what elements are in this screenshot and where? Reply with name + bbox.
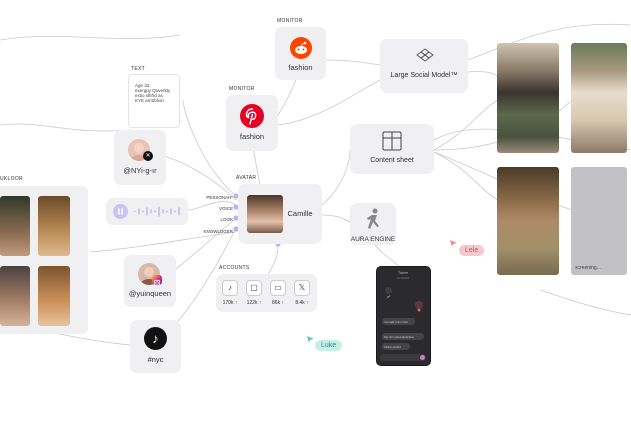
account-stat: 122k ↑ <box>246 300 262 306</box>
tiktok-hashtag: #nyc <box>147 355 164 364</box>
record-icon <box>415 301 423 312</box>
text-line: extio slhfrd as <box>135 93 163 98</box>
text-line: Age 33 <box>135 83 150 88</box>
phone-subtitle: Pcrtcwot <box>397 276 409 280</box>
reddit-node[interactable]: fashion <box>275 27 326 80</box>
pause-button[interactable] <box>113 204 128 219</box>
attribute-look: LOOK <box>220 217 233 223</box>
lookbook-photo[interactable] <box>38 266 70 326</box>
tiktok-icon[interactable]: ♪ <box>222 280 238 296</box>
instagram-icon <box>152 275 162 287</box>
chat-bubble: Inlrlinmnnnlrd <box>382 343 410 350</box>
result-photo[interactable] <box>497 43 559 153</box>
model-icon <box>416 48 434 62</box>
phone-preview[interactable]: Tdnmr Pcrtcwot mol aplir hnlo rncal Ilqs… <box>376 266 431 366</box>
text-tag: TEXT <box>131 66 145 72</box>
paper-icon[interactable]: ▢ <box>246 280 262 296</box>
twitter-handle: @NYi-g-ır <box>123 166 157 175</box>
model-label: Large Social Model™ <box>390 72 458 79</box>
twitter-profile-node[interactable]: ✕ @NYi-g-ır <box>114 130 166 185</box>
aura-engine-node[interactable] <box>350 203 396 245</box>
send-icon[interactable] <box>420 355 425 360</box>
voice-player[interactable] <box>106 198 188 225</box>
pinterest-node[interactable]: fashion <box>226 95 278 151</box>
cursor-pointer-icon <box>307 336 314 343</box>
content-sheet-label: Content sheet <box>370 157 414 164</box>
chat-icon[interactable]: ▭ <box>270 280 286 296</box>
instagram-handle: @yuinqueen <box>128 289 172 298</box>
monitor-tag-pinterest: MONITOR <box>229 86 255 92</box>
cursor-pointer-icon <box>450 240 457 247</box>
lookbook-tag: UKLOOR <box>0 176 23 182</box>
check-icon <box>385 287 392 298</box>
cursor-label-lele: Lele <box>459 245 485 256</box>
cursor-label-luke: Luke <box>315 340 343 351</box>
waveform-icon <box>134 206 180 217</box>
pinterest-label: fashion <box>239 132 265 141</box>
lookbook-photo[interactable] <box>0 196 30 256</box>
avatar-name: Camille <box>287 209 313 218</box>
avatar-tag: AVATAR <box>236 175 257 181</box>
sheet-icon <box>382 131 402 151</box>
reddit-icon <box>290 37 312 59</box>
attribute-voice: VOICE <box>218 206 233 212</box>
attribute-personality: PESSONAH" <box>206 195 233 200</box>
avatar-photo <box>247 195 283 233</box>
lookbook-panel <box>0 186 88 334</box>
account-stat: 86k ↑ <box>272 300 284 306</box>
pinterest-icon <box>240 104 264 128</box>
instagram-profile-node[interactable]: @yuinqueen <box>124 255 176 307</box>
account-stat: 8.4k ↑ <box>295 300 309 306</box>
x-icon: ✕ <box>143 151 153 161</box>
chat-bubble: Ilqs nlm pleomakniprtlon <box>382 333 424 340</box>
lookbook-photo[interactable] <box>38 196 70 256</box>
chat-bubble: mol aplir hnlo rncal <box>382 318 415 325</box>
text-line: KYE an'slblion <box>135 98 164 103</box>
monitor-tag-reddit: MONITOR <box>277 18 303 24</box>
accounts-panel: ♪ ▢ ▭ 𝕏 170k ↑ 122k ↑ 86k ↑ 8.4k ↑ <box>216 274 317 312</box>
result-photo[interactable] <box>497 167 559 275</box>
result-photo[interactable] <box>571 43 627 153</box>
content-sheet-node[interactable]: Content sheet <box>350 124 434 174</box>
screening-label: screening... <box>575 265 601 271</box>
reddit-label: fashion <box>288 63 313 72</box>
avatar-node[interactable]: Camille <box>238 184 322 244</box>
aura-engine-label: AURA ENGINE <box>350 236 396 243</box>
large-social-model-node[interactable]: Large Social Model™ <box>380 39 468 93</box>
text-card[interactable]: Age 33 exergpy Quverkty extio slhfrd as … <box>128 74 180 128</box>
accounts-tag: ACCOUNTS <box>219 265 250 271</box>
attribute-knowledge: KNOWLDGER <box>203 228 233 234</box>
runner-icon <box>367 208 379 229</box>
lookbook-photo[interactable] <box>0 266 30 326</box>
account-stat: 170k ↑ <box>222 300 238 306</box>
phone-input[interactable] <box>380 354 426 361</box>
avatar-attributes: PESSONAH" VOICE LOOK KNOWLDGER <box>188 192 233 237</box>
tiktok-tag-node[interactable]: ♪ #nyc <box>130 320 181 373</box>
x-icon[interactable]: 𝕏 <box>294 280 310 296</box>
phone-title: Tdnmr <box>397 271 409 275</box>
screening-placeholder: screening... <box>571 167 627 275</box>
tiktok-icon: ♪ <box>144 327 167 350</box>
text-line: exergpy Quverkty <box>135 88 171 93</box>
